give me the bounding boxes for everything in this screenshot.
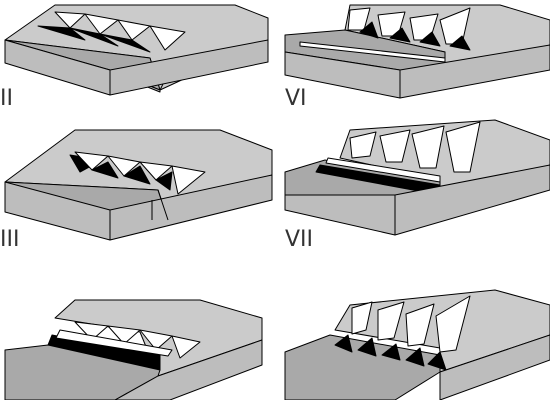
block-br-right-face [439,334,550,400]
block-bl-facet-white-4 [171,335,201,359]
block-vi-right-face [399,44,550,99]
block-ii-fault-line [159,83,164,91]
block-iii-facet-black-4 [155,171,173,191]
block-panel-vi [284,4,550,99]
block-vi-facet-black-3 [419,31,441,47]
label-iii: III [0,227,19,252]
block-vi-facet-black-4 [449,35,471,51]
block-bl-right-face [114,339,263,400]
block-panel-iii [4,129,273,241]
block-iii-facet-white-3 [139,161,173,181]
block-ii-facet-black-3 [99,33,151,53]
block-ii-right-face [109,39,269,96]
block-br-facet-black-5 [427,351,447,371]
block-panel-vii [284,119,550,236]
block-ii-facet-white-4 [149,25,186,51]
label-vi: VI [285,86,307,111]
block-br-facet-black-3 [381,343,401,361]
block-iii-facet-white-2 [107,155,141,177]
block-br-facet-black-2 [357,337,377,357]
block-panel-ii [4,4,269,96]
block-vi-facet-black-1 [359,21,379,39]
block-vii-facet-white-1 [349,131,377,159]
block-bl-facet-white-1 [74,321,109,341]
block-ii-facet-white-1 [54,11,86,29]
block-iii-facet-black-3 [123,165,151,185]
block-br-facet-white-3 [405,303,435,347]
block-vii-facet-white-4 [445,121,481,173]
block-br-facet-black-1 [334,334,353,353]
block-vi-facet-black-2 [389,27,411,43]
block-iii-facet-black-2 [91,161,119,179]
block-panel-bottom-right [284,289,550,400]
block-vii-white-band [325,157,441,183]
block-br-facet-black-4 [405,347,425,367]
block-bl-facet-white-3 [139,329,173,351]
block-vii-right-face [394,164,550,236]
block-br-facet-white-4 [435,295,471,353]
block-br-facet-white-2 [377,301,405,341]
block-iii-fault-line [157,189,169,221]
block-vii-facet-white-3 [411,125,445,169]
block-iii-facet-white-4 [171,165,206,195]
block-bl-white-band [55,329,173,357]
label-ii: II [0,86,13,111]
block-iii-facet-white-1 [74,151,109,171]
block-br-facet-white-1 [351,301,373,335]
block-iii-right-face [109,174,273,241]
block-ii-facet-white-2 [84,13,119,35]
block-vii-facet-white-2 [379,129,411,163]
label-vii: VII [285,227,313,252]
block-bl-facet-white-2 [107,325,141,345]
block-ii-facet-black-1 [37,25,86,41]
block-panel-bottom-left [4,299,263,400]
block-ii-facet-white-3 [117,19,151,41]
block-ii-facet-black-2 [69,27,119,47]
